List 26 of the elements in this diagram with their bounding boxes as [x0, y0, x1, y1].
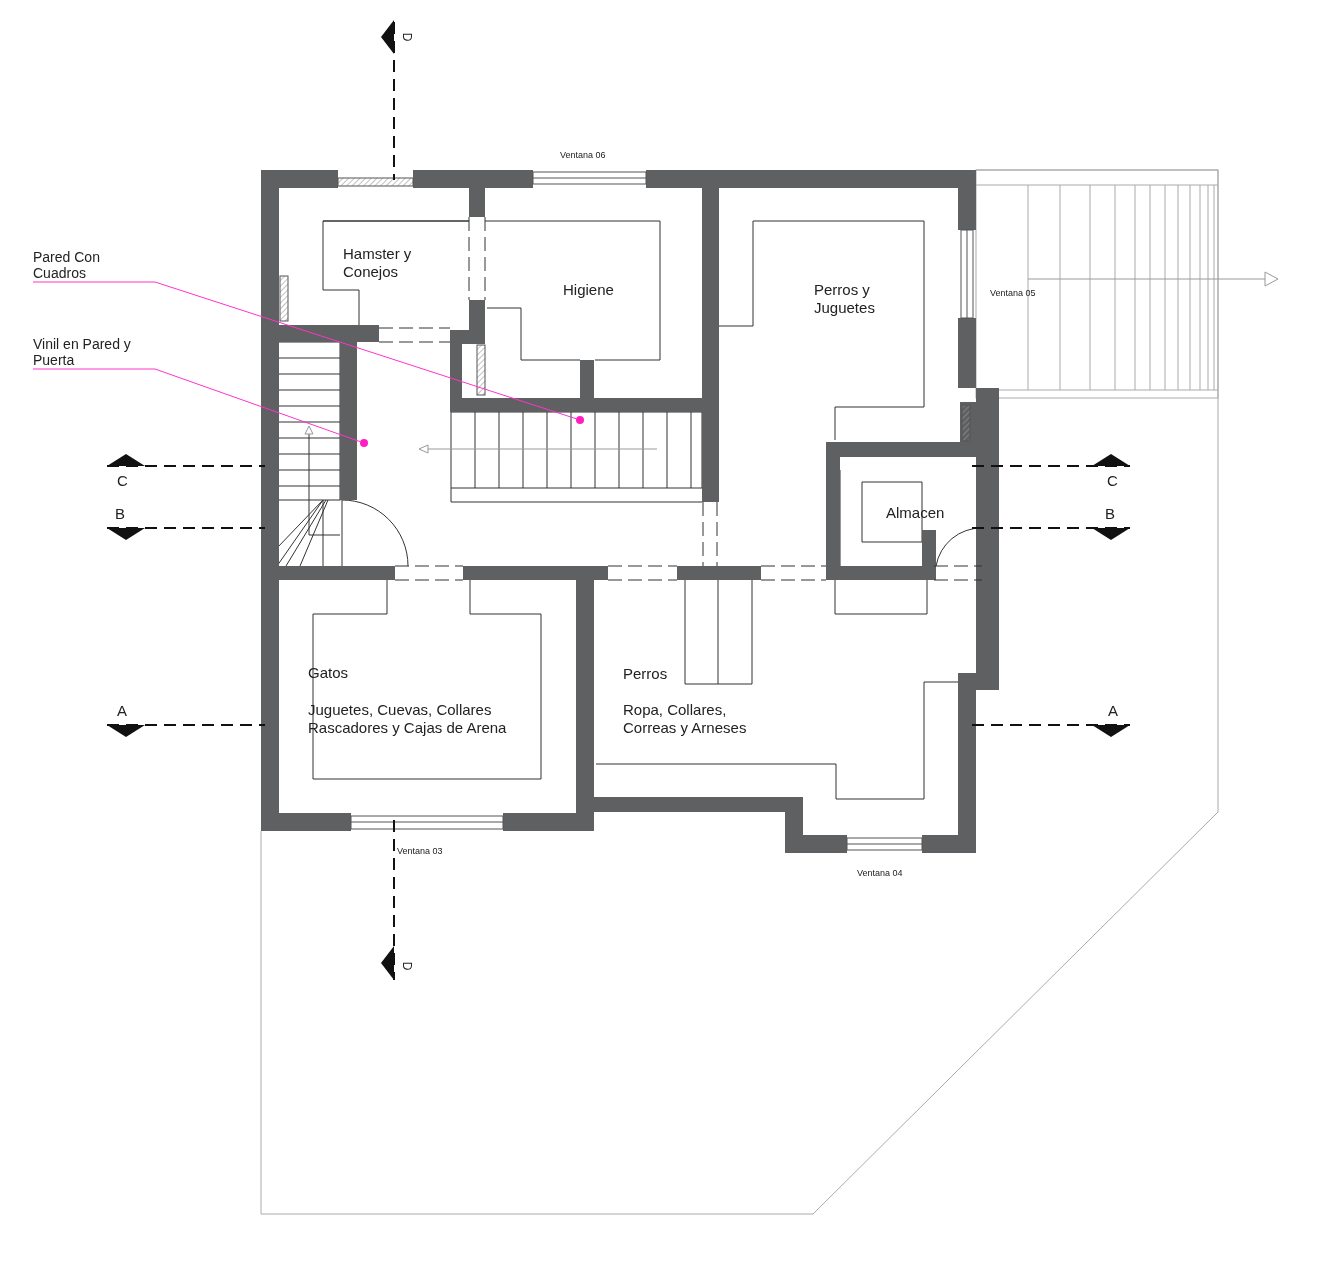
section-letter: B: [1105, 505, 1115, 523]
leader-line: [32, 368, 361, 443]
section-letter: A: [117, 702, 127, 720]
window-label: Ventana 03: [397, 846, 443, 857]
window-label: Ventana 05: [990, 288, 1036, 299]
room-label: Almacen: [886, 504, 945, 522]
section-letter: D: [399, 961, 416, 971]
room-label: Perros: [623, 665, 668, 683]
room-label: Hamster y Conejos: [343, 245, 413, 281]
section-letter: A: [1108, 702, 1118, 720]
callout-text: Pared Con Cuadros: [33, 249, 143, 281]
leader-dot: [576, 416, 584, 424]
section-letter: C: [1107, 472, 1118, 490]
room-label: Perros y Juguetes: [814, 281, 876, 317]
section-letter: C: [117, 472, 128, 490]
room-label: Gatos: [308, 664, 349, 682]
room-description: Juguetes, Cuevas, Collares Rascadores y Cajas de Arena: [308, 701, 508, 737]
section-letter: D: [399, 32, 416, 42]
room-description: Ropa, Collares, Correas y Arneses: [623, 701, 748, 737]
window-label: Ventana 04: [857, 868, 903, 879]
leader-dot: [360, 439, 368, 447]
callout-text: Vinil en Pared y Puerta: [33, 336, 143, 368]
window-label: Ventana 06: [560, 150, 606, 161]
section-letter: B: [115, 505, 125, 523]
leader-line: [32, 281, 577, 420]
room-label: Higiene: [563, 281, 614, 299]
